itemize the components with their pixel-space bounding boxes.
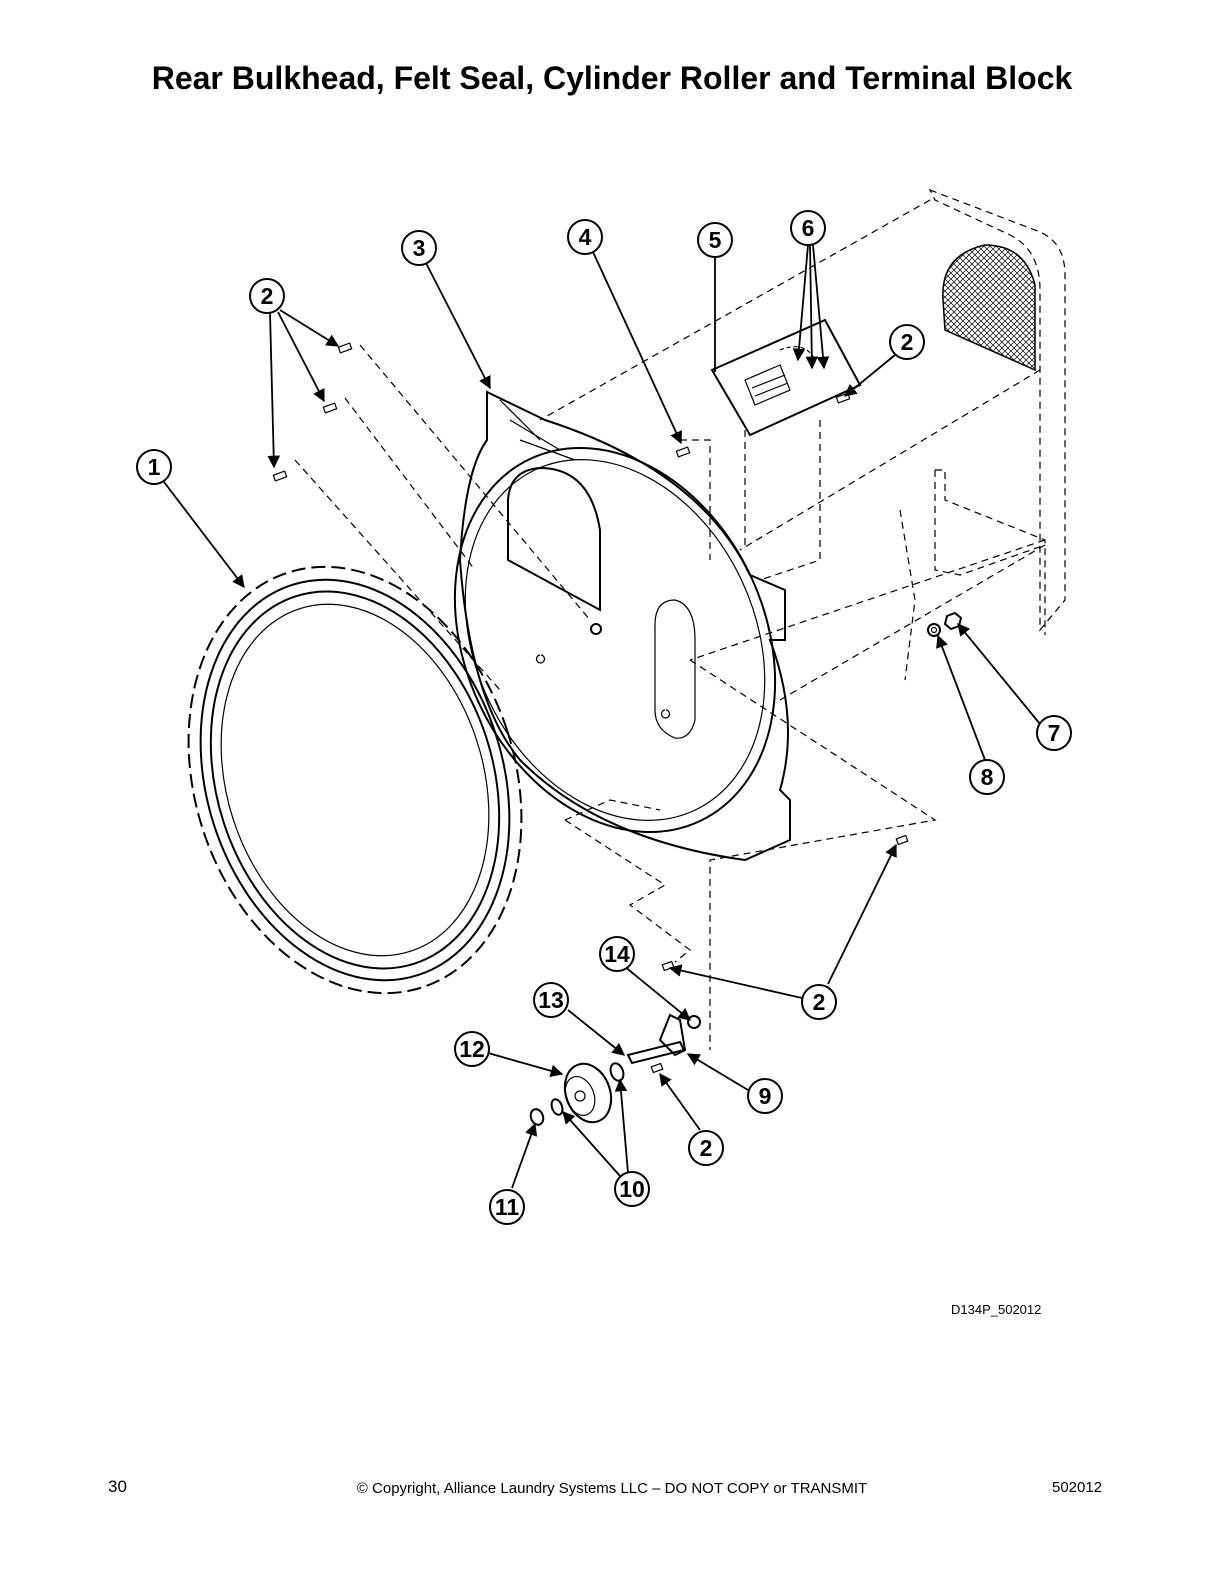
svg-text:1: 1 (148, 454, 161, 480)
callout-2c: 2 (801, 984, 837, 1020)
leader-lines (163, 244, 1041, 1189)
svg-text:11: 11 (495, 1194, 520, 1220)
svg-text:12: 12 (459, 1036, 485, 1062)
callout-11: 11 (489, 1189, 525, 1225)
svg-text:2: 2 (261, 283, 274, 309)
page-number: 30 (108, 1477, 127, 1496)
svg-text:14: 14 (604, 941, 630, 967)
terminal-block (710, 318, 862, 437)
rear-bulkhead (453, 390, 791, 862)
callout-10: 10 (614, 1171, 650, 1207)
svg-text:6: 6 (802, 215, 815, 241)
roller-assembly (529, 1013, 701, 1126)
callout-7: 7 (1036, 715, 1072, 751)
svg-text:8: 8 (981, 764, 994, 790)
document-number: 502012 (1052, 1479, 1103, 1496)
callout-2b: 2 (889, 324, 925, 360)
callout-12: 12 (454, 1031, 490, 1067)
callout-8: 8 (969, 759, 1005, 795)
callout-4: 4 (567, 219, 603, 255)
callout-5: 5 (697, 222, 733, 258)
assembly-lines (294, 199, 1046, 1050)
drawing-id: D134P_502012 (951, 1302, 1042, 1317)
svg-text:10: 10 (619, 1176, 645, 1202)
svg-text:9: 9 (759, 1083, 772, 1109)
copyright-notice: © Copyright, Alliance Laundry Systems LL… (356, 1480, 868, 1497)
callout-6: 6 (790, 210, 826, 246)
callout-2d: 2 (688, 1130, 724, 1166)
nut-and-washer (927, 611, 963, 637)
callout-13: 13 (533, 982, 569, 1018)
callout-1: 1 (136, 449, 172, 485)
svg-text:5: 5 (709, 227, 722, 253)
callout-9: 9 (747, 1078, 783, 1114)
callout-14: 14 (599, 936, 635, 972)
callout-3: 3 (401, 230, 437, 266)
screws (272, 342, 909, 1074)
svg-text:3: 3 (413, 235, 426, 261)
svg-text:4: 4 (579, 224, 592, 250)
svg-text:7: 7 (1048, 720, 1061, 746)
cabinet-outline (928, 188, 1066, 635)
svg-text:2: 2 (813, 989, 826, 1015)
svg-text:2: 2 (901, 329, 914, 355)
page-title: Rear Bulkhead, Felt Seal, Cylinder Rolle… (151, 60, 1073, 96)
svg-text:2: 2 (700, 1135, 713, 1161)
felt-seal (187, 565, 523, 995)
callout-2a: 2 (249, 278, 285, 314)
svg-text:13: 13 (538, 987, 564, 1013)
